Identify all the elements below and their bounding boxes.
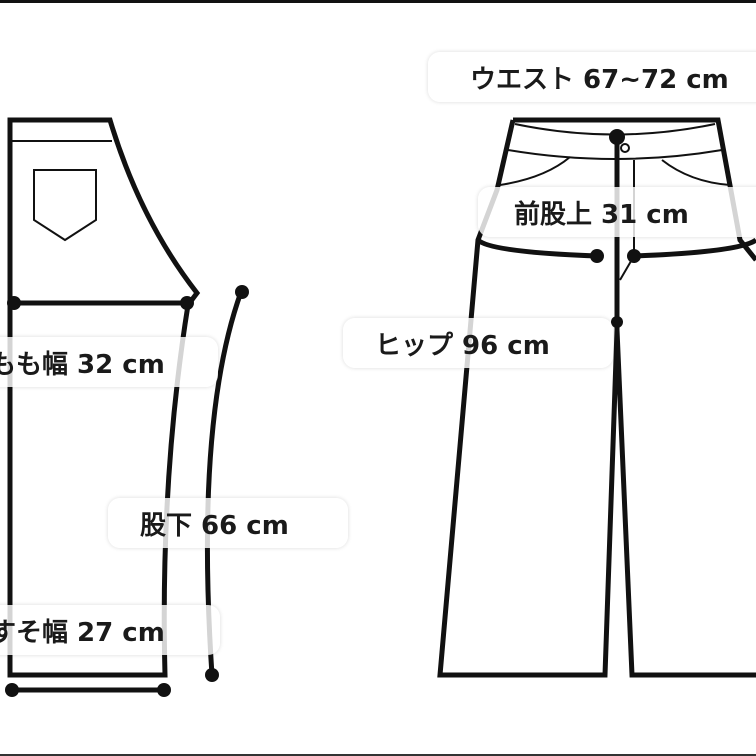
front-rise-text: 前股上 31 cm bbox=[514, 199, 689, 230]
back-pocket bbox=[33, 169, 97, 242]
left-front-pocket bbox=[499, 156, 571, 186]
button-icon bbox=[620, 143, 630, 153]
hem-text: すそ幅 27 cm bbox=[0, 617, 165, 648]
hem-endpoint-right bbox=[157, 683, 171, 697]
right-front-pocket bbox=[661, 159, 731, 186]
hip-measure-line-right bbox=[633, 237, 756, 259]
hip-endpoint-right bbox=[627, 249, 641, 263]
waist-label: ウエスト 67~72 cm bbox=[428, 52, 756, 102]
thigh-endpoint-left bbox=[7, 296, 21, 310]
thigh-endpoint-right bbox=[180, 296, 194, 310]
rise-endpoint-bottom bbox=[611, 316, 623, 328]
inseam-endpoint-bottom bbox=[205, 668, 219, 682]
top-border bbox=[0, 0, 756, 3]
thigh-text: もも幅 32 cm bbox=[0, 349, 165, 380]
hip-label: ヒップ 96 cm bbox=[343, 318, 613, 368]
inseam-endpoint-top bbox=[235, 285, 249, 299]
hip-text: ヒップ 96 cm bbox=[375, 330, 550, 361]
hip-measure-line-left bbox=[476, 238, 598, 259]
front-rise-label: 前股上 31 cm bbox=[478, 187, 756, 237]
hem-endpoint-left bbox=[5, 683, 19, 697]
waist-text: ウエスト 67~72 cm bbox=[470, 64, 729, 95]
inseam-text: 股下 66 cm bbox=[140, 510, 289, 541]
inseam-label: 股下 66 cm bbox=[108, 498, 348, 548]
bottom-border bbox=[0, 754, 756, 756]
rise-endpoint-top bbox=[609, 129, 625, 145]
hem-label: すそ幅 27 cm bbox=[0, 605, 220, 655]
thigh-label: もも幅 32 cm bbox=[0, 337, 218, 387]
hip-endpoint-left bbox=[590, 249, 604, 263]
side-view-outline bbox=[7, 117, 201, 678]
